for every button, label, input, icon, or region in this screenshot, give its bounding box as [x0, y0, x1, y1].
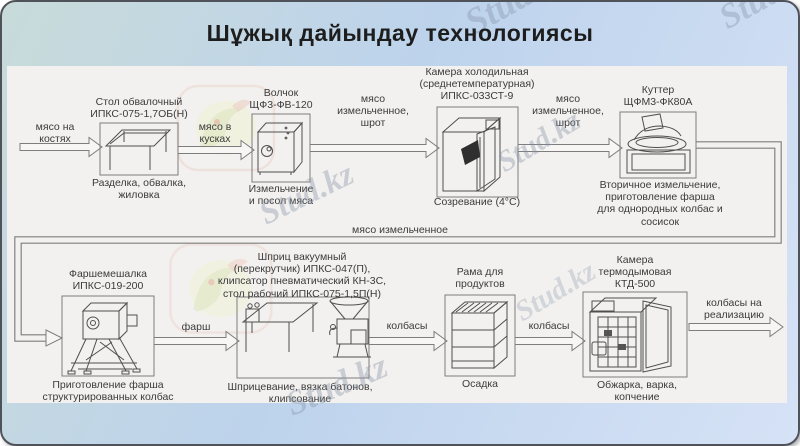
flow-label-to-chamber: мясо измельченное, шрот — [337, 93, 409, 130]
flow-label-to-cutter: мясо измельченное, шрот — [532, 93, 604, 130]
equipment-name-boning-table: Стол обвалочный ИПКС-075-1,7ОБ(Н) — [90, 96, 188, 121]
equipment-name-cold-chamber: Камера холодильная (среднетемпературная)… — [419, 66, 535, 103]
flow-label-output: колбасы на реализацию — [704, 297, 764, 322]
process-caption-cold-chamber: Созревание (4°С) — [433, 196, 521, 208]
equipment-name-cutter: Куттер ЩФМ3-ФК80А — [623, 84, 693, 109]
flow-label-input: мясо на костях — [35, 121, 75, 146]
boning-table-illustration — [104, 129, 172, 170]
arrow-table-to-grinder — [177, 139, 255, 161]
flow-label-loop: мясо измельченное — [352, 224, 448, 236]
arrow-mixer-to-stuffer — [153, 330, 240, 352]
arrow-input — [19, 136, 103, 158]
rack-box — [444, 294, 516, 377]
equipment-name-stuffer: Шприц вакуумный (перекрутчик) ИПКС-047(П… — [217, 251, 387, 300]
stuffer-illustration — [241, 296, 371, 358]
equipment-name-mixer: Фаршемешалка ИПКС-019-200 — [68, 268, 148, 293]
loop-connector — [14, 141, 782, 347]
cold-chamber-illustration — [441, 116, 502, 193]
grinder-illustration — [256, 121, 304, 175]
arrow-stuffer-to-rack — [368, 330, 448, 352]
process-caption-smoke-chamber: Обжарка, варка, копчение — [597, 379, 677, 404]
stuffer-box — [236, 296, 370, 379]
equipment-name-smoke-chamber: Камера термодымовая КТД-500 — [598, 254, 672, 291]
equipment-name-rack: Рама для продуктов — [455, 266, 505, 291]
mixer-box — [61, 295, 155, 377]
page-title: Шұжық дайындау технологиясы — [206, 20, 594, 46]
rack-illustration — [450, 300, 509, 370]
arrow-grinder-to-chamber — [309, 137, 440, 159]
cutter-box — [619, 111, 697, 179]
process-caption-rack: Осадка — [461, 378, 499, 390]
boning-table-box — [99, 122, 179, 176]
mixer-illustration — [67, 301, 141, 375]
process-caption-boning-table: Разделка, обвалка, жиловка — [91, 177, 187, 202]
flow-label-to-smoke: колбасы — [528, 320, 570, 332]
arrow-output — [688, 316, 784, 338]
smoke-chamber-box — [582, 291, 688, 378]
smoke-chamber-illustration — [588, 297, 672, 373]
flow-label-to-grinder: мясо в кусках — [198, 121, 232, 146]
flow-label-to-rack: колбасы — [386, 320, 428, 332]
flow-arrows — [19, 136, 784, 352]
process-caption-grinder: Измельчение и посол мяса — [248, 183, 314, 208]
process-caption-stuffer: Шприцевание, вязка батонов, клипсование — [227, 381, 373, 406]
equipment-name-grinder: Волчок ЩФ3-ФВ-120 — [249, 87, 313, 112]
cold-chamber-box — [436, 106, 519, 198]
equipment-boxes — [61, 106, 697, 379]
process-caption-cutter: Вторичное измельчение, приготовление фар… — [597, 179, 723, 228]
arrow-chamber-to-cutter — [517, 137, 623, 159]
process-caption-mixer: Приготовление фарша структурированных ко… — [42, 379, 174, 404]
grinder-box — [251, 113, 311, 183]
diagram-panel — [7, 66, 787, 403]
arrow-rack-to-smoke — [514, 330, 586, 352]
cutter-illustration — [626, 113, 691, 174]
flow-label-to-stuffer: фарш — [181, 321, 211, 333]
